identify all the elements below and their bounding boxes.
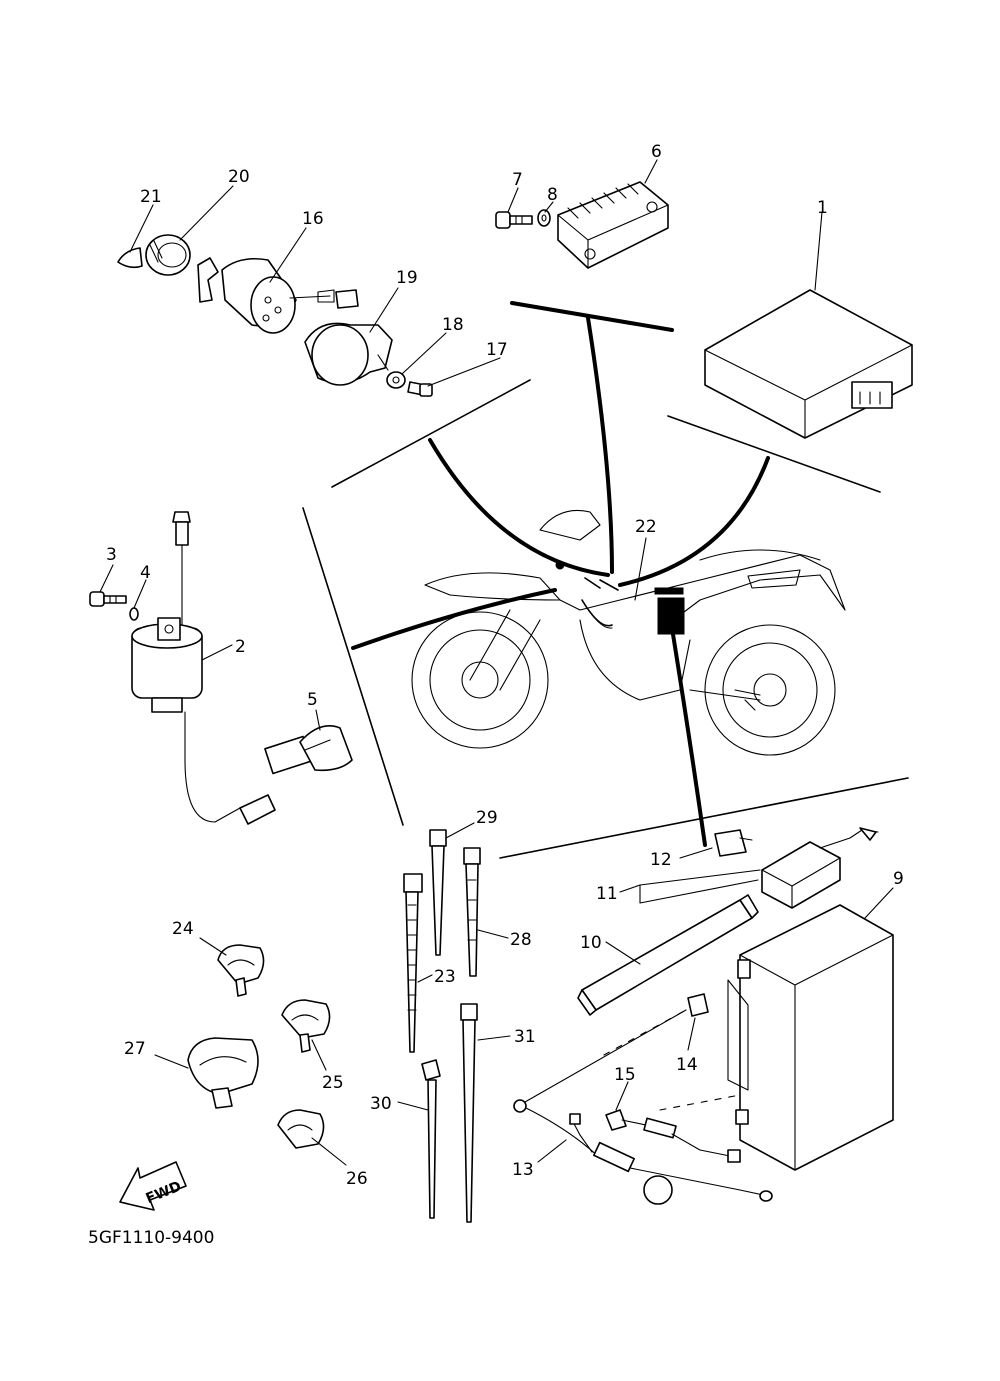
part-5-spark-plug-cap[interactable] [239,725,353,825]
part-27-clamp[interactable] [187,1037,259,1109]
callout-10: 10 [580,933,602,953]
callout-31: 31 [514,1027,536,1047]
guide-curves [351,316,770,847]
part-19-bracket[interactable] [304,322,393,386]
callout-15: 15 [614,1065,636,1085]
callout-25: 25 [322,1073,344,1093]
callout-30: 30 [370,1094,392,1114]
callout-16: 16 [302,209,324,229]
callout-8: 8 [547,185,558,205]
part-6-rectifier-regulator[interactable] [557,181,669,269]
part-4-washer[interactable] [129,607,139,621]
part-2-ignition-coil[interactable] [131,511,241,823]
callout-5: 5 [307,690,318,710]
part-3-bolt[interactable] [89,591,127,607]
part-13-lead-wire[interactable] [513,1099,773,1205]
callout-11: 11 [596,884,618,904]
part-30-cable-tie[interactable] [421,1059,441,1219]
callout-3: 3 [106,545,117,565]
part-7-bolt[interactable] [495,211,533,229]
sector-lines [302,301,909,859]
callout-6: 6 [651,142,662,162]
part-18-washer[interactable] [386,371,406,389]
callout-9: 9 [893,869,904,889]
callout-2: 2 [235,637,246,657]
part-23-cable-tie[interactable] [403,873,423,1053]
part-28-cable-tie[interactable] [463,847,481,977]
part-1-cdi-unit[interactable] [704,289,913,439]
callout-labels: 1 2 3 4 5 6 7 8 9 10 11 12 13 14 15 16 1… [106,142,904,1189]
part-8-washer[interactable] [537,209,551,227]
callout-18: 18 [442,315,464,335]
part-24-clamp[interactable] [217,944,265,997]
callout-26: 26 [346,1169,368,1189]
callout-20: 20 [228,167,250,187]
part-20-ring[interactable] [145,234,191,276]
fwd-arrow-icon: FWD [119,1161,187,1211]
motorcycle-illustration [411,509,846,756]
part-11-starter-relay[interactable] [761,827,879,909]
part-10-battery-band[interactable] [577,894,759,1016]
part-15-minus-lead[interactable] [605,1109,741,1163]
part-31-cable-tie[interactable] [460,1003,478,1223]
callout-24: 24 [172,919,194,939]
part-29-cable-tie[interactable] [429,829,447,956]
callout-7: 7 [512,170,523,190]
part-12-fuse[interactable] [714,829,753,857]
part-17-bolt[interactable] [407,381,433,397]
callout-1: 1 [817,198,828,218]
callout-23: 23 [434,967,456,987]
callout-21: 21 [140,187,162,207]
part-25-clamp[interactable] [281,999,331,1053]
leader-lines [99,159,894,1166]
callout-19: 19 [396,268,418,288]
callout-13: 13 [512,1160,534,1180]
part-22-wire-harness[interactable] [581,599,613,627]
callout-14: 14 [676,1055,698,1075]
part-code: 5GF1110-9400 [88,1228,214,1248]
callout-28: 28 [510,930,532,950]
part-21-cap[interactable] [117,247,143,269]
callout-4: 4 [140,563,151,583]
part-14-terminal[interactable] [687,993,709,1017]
part-16-main-switch[interactable] [197,257,359,334]
callout-22: 22 [635,517,657,537]
callout-29: 29 [476,808,498,828]
callout-12: 12 [650,850,672,870]
callout-27: 27 [124,1039,146,1059]
callout-17: 17 [486,340,508,360]
part-9-battery[interactable] [727,904,894,1171]
